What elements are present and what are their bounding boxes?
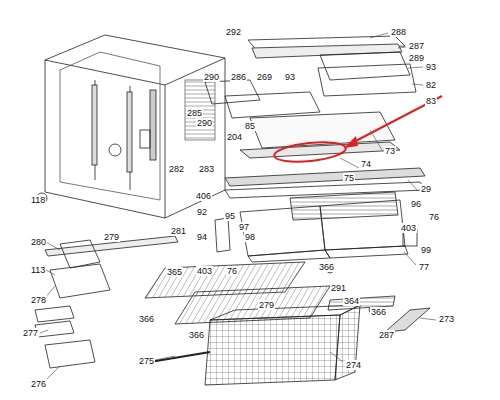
callout-number: 74 — [360, 159, 372, 169]
callout-number: 282 — [168, 164, 185, 174]
callout-number: 73 — [384, 146, 396, 156]
callout-number: 279 — [258, 300, 275, 310]
callout-number: 406 — [195, 191, 212, 201]
callout-number: 365 — [166, 267, 183, 277]
callout-number: 279 — [103, 232, 120, 242]
callout-number: 94 — [196, 232, 208, 242]
callout-number: 289 — [408, 53, 425, 63]
crisper-drawers — [215, 200, 417, 262]
callout-number: 97 — [238, 222, 250, 232]
callout-number: 93 — [425, 62, 437, 72]
callout-number: 273 — [438, 314, 455, 324]
callout-number: 364 — [343, 296, 360, 306]
door-parts — [35, 236, 178, 368]
callout-number: 403 — [400, 223, 417, 233]
cabinet — [37, 35, 225, 218]
callout-number: 366 — [318, 262, 335, 272]
callout-number: 290 — [196, 118, 213, 128]
leader-lines — [40, 33, 436, 382]
callout-number: 283 — [198, 164, 215, 174]
callout-number: 93 — [284, 72, 296, 82]
callout-number: 275 — [138, 356, 155, 366]
callout-number: 77 — [418, 262, 430, 272]
callout-number: 278 — [30, 295, 47, 305]
callout-number: 286 — [230, 72, 247, 82]
callout-number: 92 — [196, 207, 208, 217]
callout-number: 99 — [420, 245, 432, 255]
callout-number: 276 — [30, 379, 47, 389]
callout-number: 277 — [22, 328, 39, 338]
callout-number: 76 — [226, 266, 238, 276]
callout-number: 287 — [408, 41, 425, 51]
callout-number: 204 — [226, 132, 243, 142]
callout-number: 82 — [425, 80, 437, 90]
callout-number: 83 — [425, 96, 437, 106]
callout-number: 75 — [343, 173, 355, 183]
callout-number: 292 — [225, 27, 242, 37]
callout-number: 113 — [30, 265, 46, 275]
callout-number: 96 — [410, 199, 422, 209]
highlight-callout — [273, 96, 442, 165]
callout-number: 366 — [370, 307, 387, 317]
callout-number: 281 — [170, 226, 187, 236]
callout-number: 76 — [428, 212, 440, 222]
callout-number: 403 — [196, 266, 213, 276]
callout-number: 366 — [188, 330, 205, 340]
callout-number: 274 — [345, 360, 362, 370]
callout-number: 269 — [256, 72, 273, 82]
freezer-basket — [150, 305, 360, 385]
callout-number: 98 — [244, 232, 256, 242]
callout-number: 280 — [30, 237, 47, 247]
callout-number: 29 — [420, 184, 432, 194]
glass-shelves — [205, 36, 425, 220]
callout-number: 85 — [244, 121, 256, 131]
callout-number: 285 — [186, 108, 203, 118]
callout-number: 95 — [224, 211, 236, 221]
callout-number: 287 — [378, 330, 395, 340]
callout-number: 290 — [203, 72, 220, 82]
callout-number: 291 — [330, 283, 347, 293]
callout-number: 288 — [390, 27, 407, 37]
callout-number: 366 — [138, 314, 155, 324]
callout-number: 118 — [30, 195, 46, 205]
